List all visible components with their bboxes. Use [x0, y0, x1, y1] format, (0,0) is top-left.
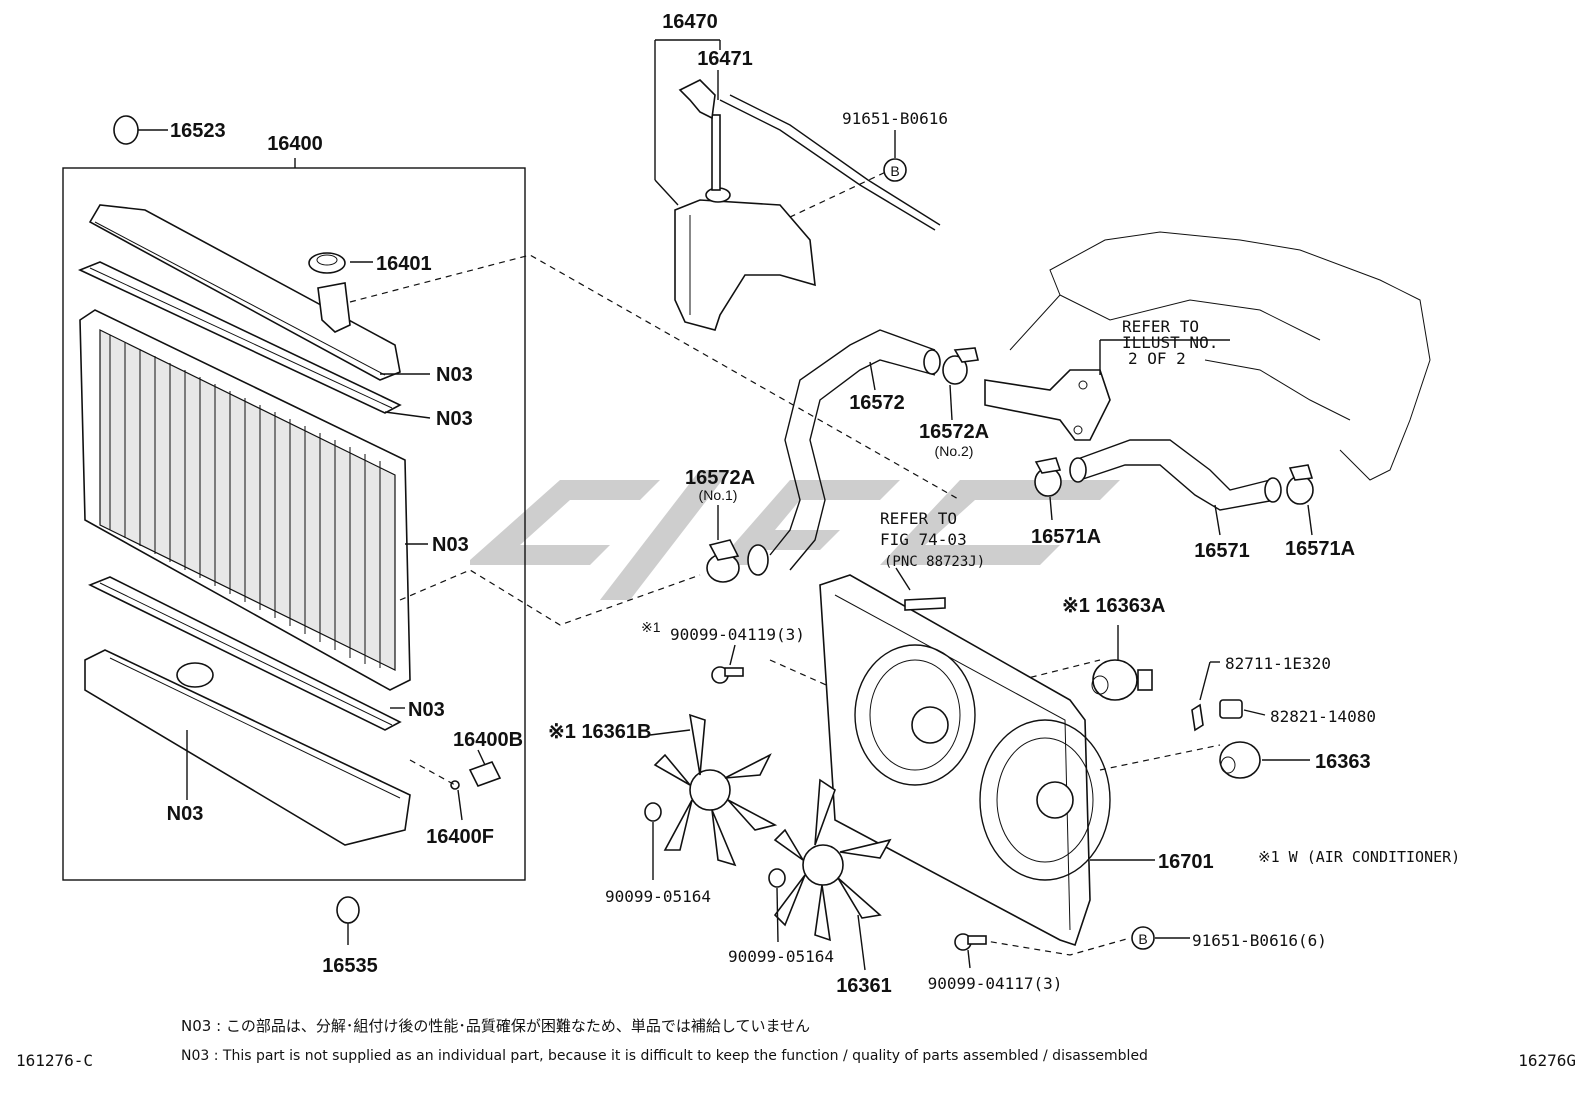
bolt-marker-b-lower: B [1131, 926, 1155, 950]
label-16361b: ※1 16361B [548, 721, 652, 743]
bolt-90099-04117 [954, 933, 987, 951]
label-16572a-no2: 16572A [919, 421, 989, 443]
label-90099-04119: 90099-04119(3) [670, 625, 805, 644]
reservoir-hose [719, 94, 941, 231]
label-16571: 16571 [1194, 540, 1250, 562]
label-16523: 16523 [170, 120, 226, 142]
label-82711-1e320: 82711-1E320 [1225, 654, 1331, 673]
lower-radiator-hose [1069, 439, 1282, 511]
nut-90099-05164-a [644, 802, 662, 822]
svg-text:B: B [890, 163, 899, 179]
radiator-support-cushion-top [113, 115, 168, 145]
svg-text:FIG 74-03: FIG 74-03 [880, 530, 967, 549]
fan-motor-16363 [1219, 741, 1261, 779]
label-16401: 16401 [376, 253, 432, 275]
watermark [470, 470, 1120, 600]
label-n03-lower-tank: N03 [167, 803, 204, 825]
label-90099-05164-b: 90099-05164 [728, 947, 834, 966]
label-no2: (No.2) [935, 443, 974, 459]
fan-motor-16363a [1091, 659, 1153, 701]
label-16363a: ※1 16363A [1062, 595, 1166, 617]
footer-note-english: N03 : This part is not supplied as an in… [181, 1048, 1148, 1064]
label-91651-b0616-6: 91651-B0616(6) [1192, 931, 1327, 950]
svg-text:B: B [1138, 931, 1147, 947]
label-16361: 16361 [836, 975, 892, 997]
note-air-conditioner: ※1 W (AIR CONDITIONER) [1258, 848, 1460, 866]
hose-clamp-16571a-right [1286, 464, 1314, 505]
hose-clamp-16571a-left [1034, 457, 1062, 497]
bolt-marker-b-upper: B [883, 158, 907, 182]
label-16535: 16535 [322, 955, 378, 977]
radiator-cap [308, 252, 346, 274]
upper-radiator-hose [747, 329, 941, 576]
label-82821-14080: 82821-14080 [1270, 707, 1376, 726]
hose-clamp-no2 [942, 347, 979, 385]
note-refer-fig: REFER TO FIG 74-03 (PNC 88723J) [880, 509, 985, 570]
reservoir-tank [674, 79, 816, 331]
radiator-lower-tank [84, 649, 411, 846]
radiator-support-cushion-bottom [336, 896, 360, 945]
bolt-90099-04119 [711, 666, 744, 684]
footer-note-japanese: N03 : この部品は、分解･組付け後の性能･品質確保が困難なため、単品では補給… [181, 1017, 810, 1035]
connector-82711 [1191, 703, 1204, 732]
footer-left-code: 161276-C [16, 1051, 93, 1070]
label-n03-lower-gasket: N03 [408, 699, 445, 721]
label-star1-bolt: ※1 [641, 619, 661, 635]
label-90099-05164-a: 90099-05164 [605, 887, 711, 906]
cooling-fan-16361b [653, 713, 778, 867]
radiator-upper-tank [88, 204, 401, 381]
nut-90099-05164-b [768, 868, 786, 888]
label-16571a-right: 16571A [1285, 538, 1355, 560]
label-16571a-left: 16571A [1031, 526, 1101, 548]
label-n03-upper-tank: N03 [436, 364, 473, 386]
label-16572: 16572 [849, 392, 905, 414]
label-91651-b0616: 91651-B0616 [842, 109, 948, 128]
label-16701: 16701 [1158, 851, 1214, 873]
svg-text:ILLUST NO.: ILLUST NO. [1122, 333, 1218, 352]
label-16400f: 16400F [426, 826, 494, 848]
svg-text:REFER TO: REFER TO [880, 509, 957, 528]
label-16363: 16363 [1315, 751, 1371, 773]
svg-text:REFER TO: REFER TO [1122, 317, 1199, 336]
label-16572a-no1: 16572A [685, 467, 755, 489]
footer-right-code: 16276G [1518, 1051, 1576, 1070]
label-n03-upper-gasket: N03 [436, 408, 473, 430]
svg-text:2 OF 2: 2 OF 2 [1128, 349, 1186, 368]
radiator-core [79, 309, 411, 691]
label-no1: (No.1) [699, 487, 738, 503]
svg-text:(PNC 88723J): (PNC 88723J) [884, 554, 985, 570]
fan-shroud [819, 574, 1111, 947]
label-n03-core: N03 [432, 534, 469, 556]
label-16400b: 16400B [453, 729, 523, 751]
drain-cock [450, 761, 502, 790]
label-16471: 16471 [697, 48, 753, 70]
radiator-group-box [62, 167, 526, 881]
cooling-fan-16361 [773, 778, 892, 942]
label-90099-04117: 90099-04117(3) [928, 974, 1063, 993]
label-16400: 16400 [267, 133, 323, 155]
engine-outline [1009, 231, 1431, 481]
label-16470: 16470 [662, 11, 718, 33]
connector-82821 [1219, 699, 1243, 719]
note-refer-illust: REFER TO ILLUST NO. 2 OF 2 [1122, 317, 1218, 368]
hose-clamp-no1 [706, 539, 740, 583]
water-outlet [984, 369, 1111, 441]
